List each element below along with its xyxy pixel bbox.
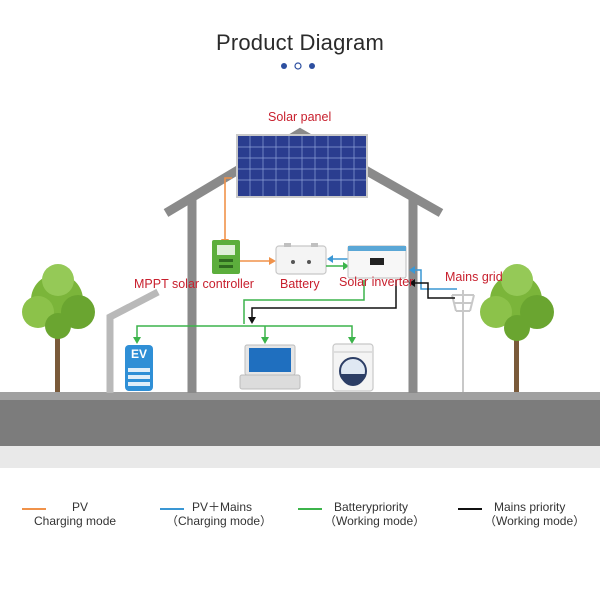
pv-line [224, 177, 232, 243]
legend-subtitle: （Charging mode） [166, 514, 273, 528]
legend-pv: PV Charging mode [22, 500, 152, 536]
house-outline [163, 127, 444, 393]
carousel-dot[interactable] [281, 63, 287, 69]
legend-battery-priority: Batterypriority （Working mode） [298, 500, 438, 536]
solar-inverter [347, 245, 407, 279]
mains-grid-pole [451, 290, 475, 392]
solar-panel [236, 134, 368, 198]
ev-charger [125, 345, 153, 391]
tree-right [480, 264, 554, 392]
tree-left [22, 264, 95, 392]
arrow-head [327, 255, 333, 263]
annex-wall [106, 288, 160, 393]
legend-swatch [160, 508, 184, 510]
washing-machine [332, 343, 374, 392]
legend-subtitle: Charging mode [34, 514, 117, 528]
legend-pv-mains: PV＋Mains （Charging mode） [160, 500, 290, 536]
battery [275, 243, 327, 275]
legend-subtitle: （Working mode） [484, 514, 586, 528]
battery-label: Battery [280, 277, 320, 291]
arrow-head [409, 279, 415, 287]
legend-swatch [298, 508, 322, 510]
controller-label: MPPT solar controller [134, 277, 254, 291]
pv-mains-line [412, 269, 457, 290]
arrow-head [269, 257, 276, 265]
battery-priority-line [243, 280, 365, 324]
legend-title: PV [72, 500, 89, 514]
solar-panel-label: Solar panel [268, 110, 332, 124]
legend-title: PV＋Mains [192, 500, 253, 514]
mppt-controller [212, 240, 240, 274]
inverter-label: Solar inverter [339, 275, 414, 289]
mains-grid-label: Mains grid [445, 270, 503, 284]
legend-swatch [458, 508, 482, 510]
page-title: Product Diagram [215, 30, 385, 55]
legend-swatch [22, 508, 46, 510]
legend-title: Mains priority [494, 500, 566, 514]
legend-mains-priority: Mains priority （Working mode） [458, 500, 596, 536]
carousel-dots [281, 62, 315, 70]
arrow-head [133, 337, 141, 344]
ev-label: EV [130, 347, 147, 361]
mains-priority-line [412, 282, 455, 299]
arrow-head [348, 337, 356, 344]
carousel-dot[interactable] [309, 63, 315, 69]
arrow-head [409, 266, 415, 274]
carousel-dot[interactable] [294, 62, 302, 70]
laptop [239, 344, 301, 390]
battery-priority-line [136, 325, 353, 340]
arrow-head [343, 262, 349, 270]
legend-subtitle: （Working mode） [324, 514, 426, 528]
arrow-head [248, 317, 256, 324]
legend-title: Batterypriority [334, 500, 409, 514]
mains-priority-line [251, 280, 397, 320]
ground [0, 392, 600, 468]
arrow-head [261, 337, 269, 344]
